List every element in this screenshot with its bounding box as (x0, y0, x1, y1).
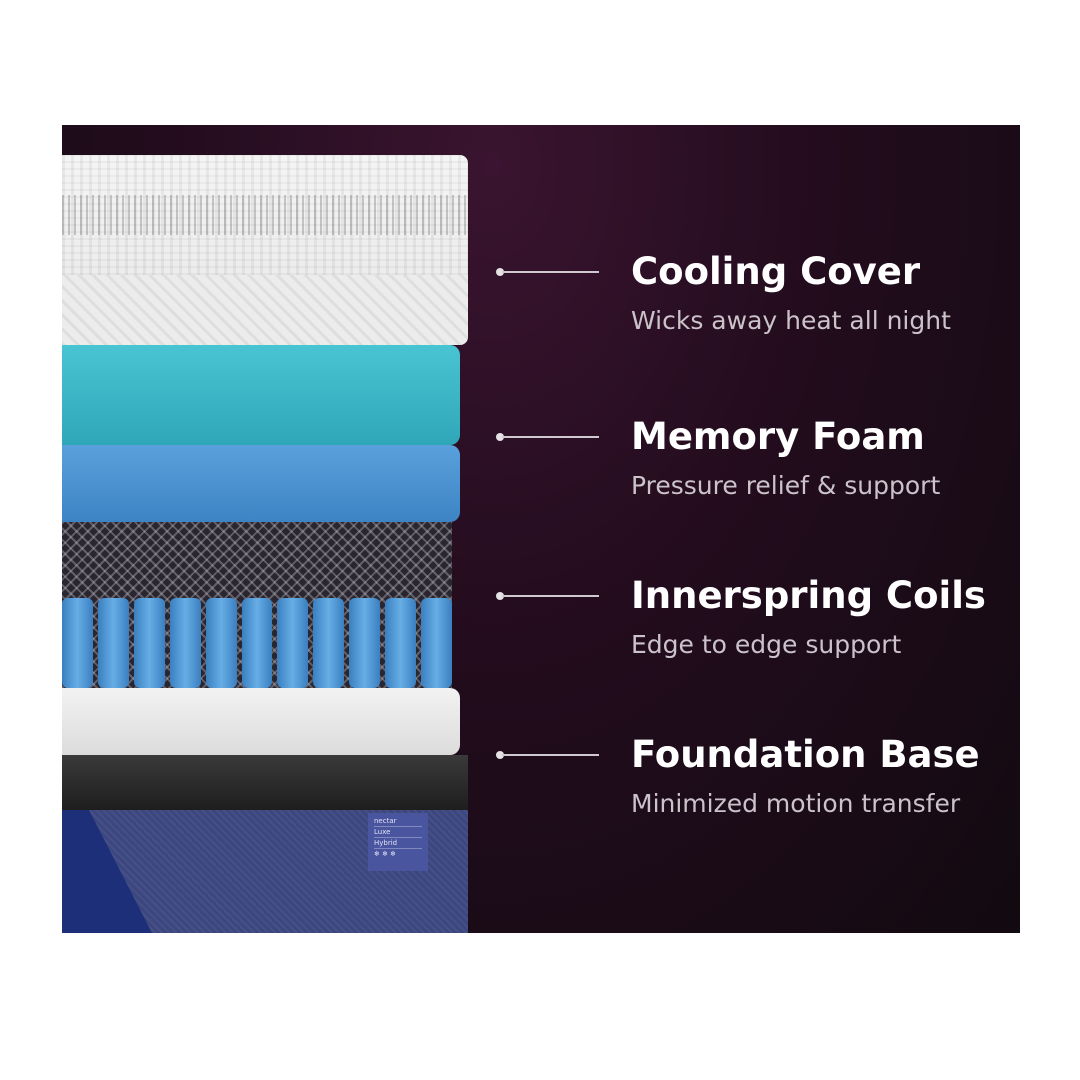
callout-line (502, 436, 599, 438)
innerspring-coils-layer (62, 522, 452, 688)
bullet-dot-icon (496, 268, 504, 276)
callout-line (502, 754, 599, 756)
feature-subtitle: Wicks away heat all night (631, 306, 951, 335)
brand-name: nectar (374, 816, 422, 827)
callout-line (502, 271, 599, 273)
memory-foam-bottom-layer (62, 445, 460, 522)
bullet-dot-icon (496, 433, 504, 441)
model-type: Hybrid (374, 838, 422, 849)
foundation-base-layer (62, 688, 460, 755)
feature-title: Cooling Cover (631, 250, 921, 293)
feature-subtitle: Minimized motion transfer (631, 789, 961, 818)
bullet-dot-icon (496, 751, 504, 759)
product-panel: nectar Luxe Hybrid ❄ ❄ ❄ (62, 125, 1020, 933)
mattress-cover-bottom: nectar Luxe Hybrid ❄ ❄ ❄ (62, 810, 468, 933)
feature-subtitle: Pressure relief & support (631, 471, 941, 500)
callout-line (502, 595, 599, 597)
feature-title: Foundation Base (631, 733, 980, 776)
cooling-cover-layer (62, 155, 468, 345)
feature-title: Innerspring Coils (631, 574, 986, 617)
feature-subtitle: Edge to edge support (631, 630, 902, 659)
base-top-edge (62, 755, 468, 810)
snowflake-icon: ❄ ❄ ❄ (374, 850, 397, 858)
model-name: Luxe (374, 827, 422, 838)
memory-foam-top-layer (62, 345, 460, 445)
feature-title: Memory Foam (631, 415, 925, 458)
bullet-dot-icon (496, 592, 504, 600)
brand-label-tag: nectar Luxe Hybrid ❄ ❄ ❄ (368, 813, 428, 871)
